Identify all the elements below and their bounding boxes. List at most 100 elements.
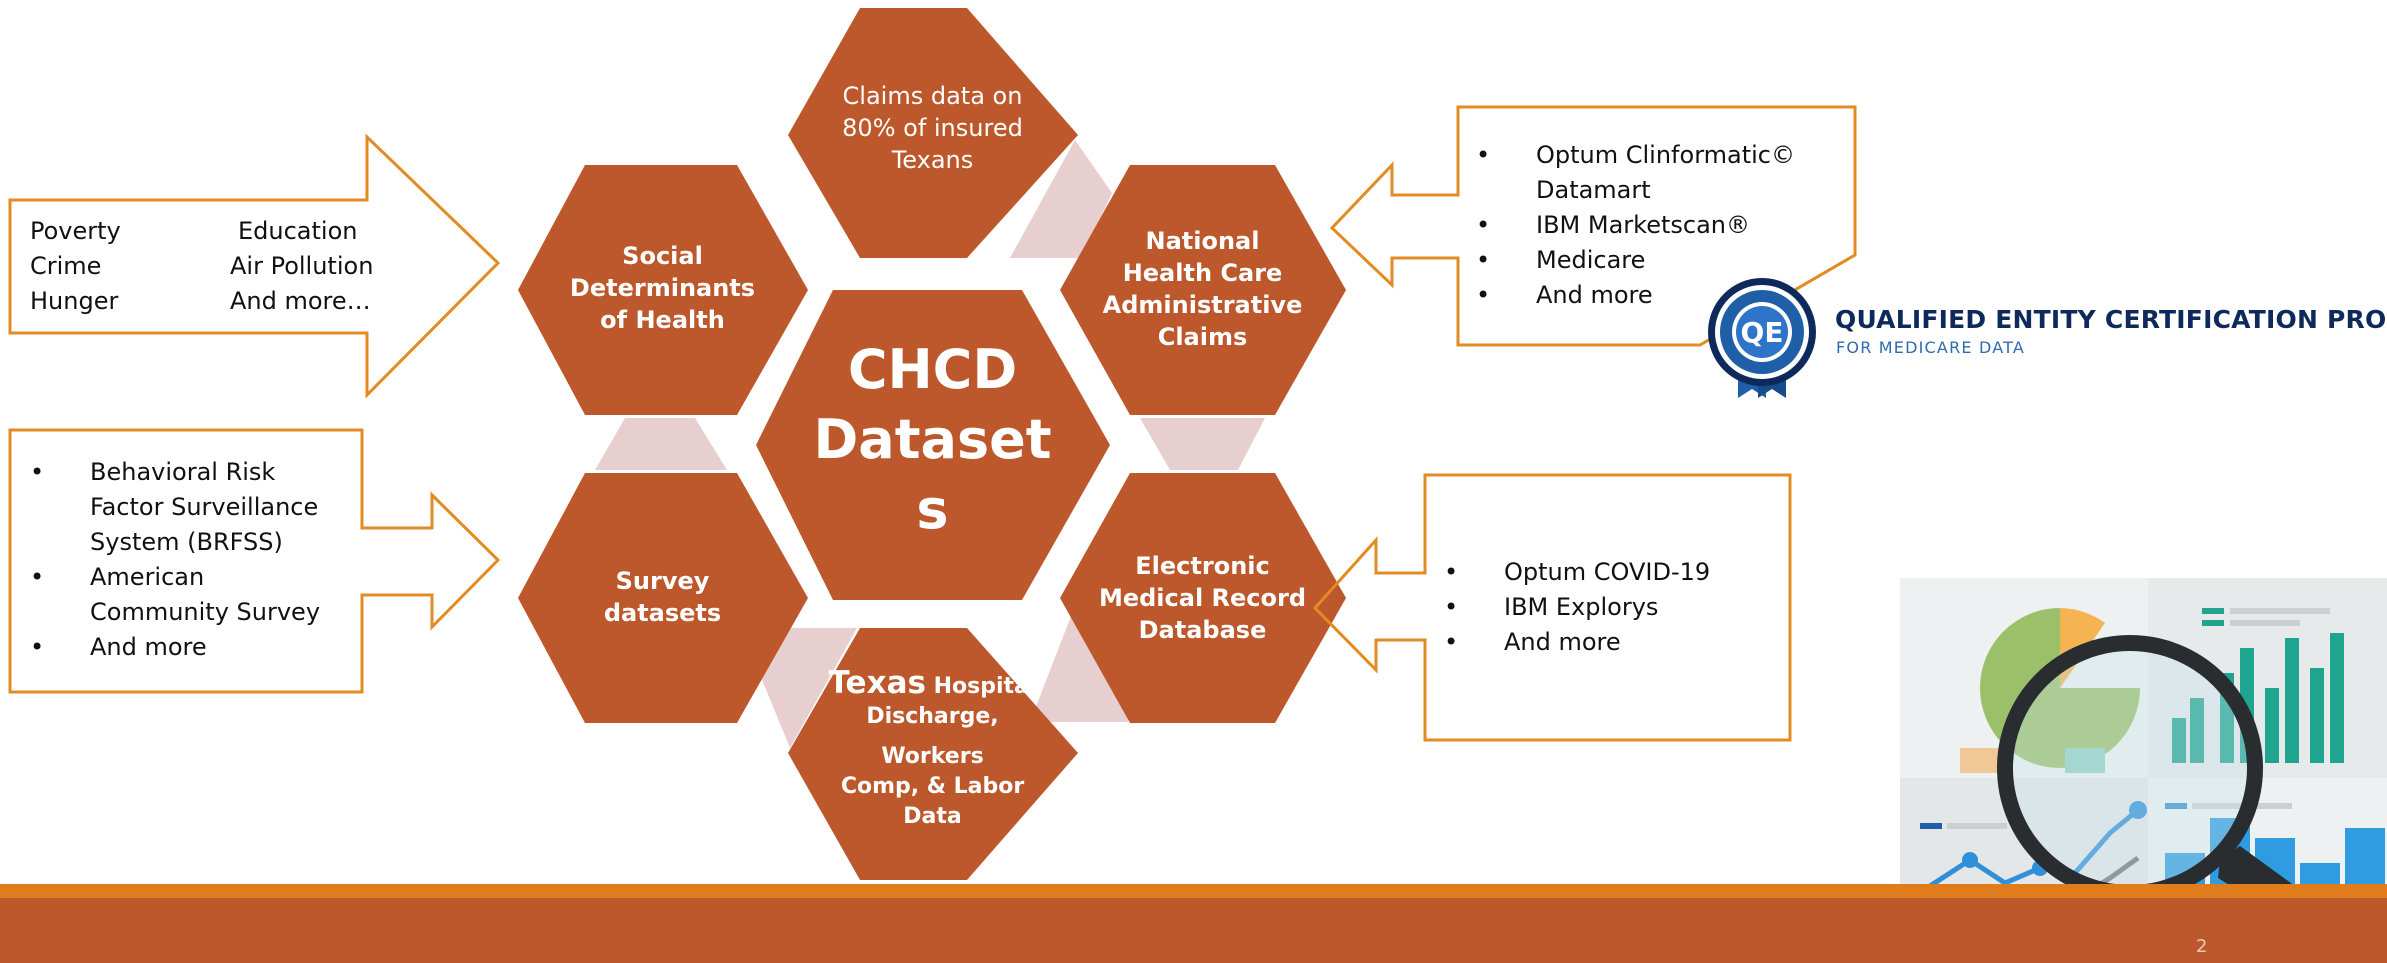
illustration-bar <box>2310 668 2324 763</box>
hex-texas <box>788 628 1078 880</box>
hex-survey-text: Survey datasets <box>530 565 795 629</box>
hex-claims-80-line: Claims data on <box>842 82 1023 110</box>
hex-survey-line: Survey <box>615 567 710 595</box>
slide-page-number: 2 <box>2196 936 2208 957</box>
hex-national-claims <box>1060 165 1346 415</box>
hex-emr-line: Database <box>1138 616 1267 644</box>
list-item-line: IBM Marketscan® <box>1536 211 1750 239</box>
illustration-legend <box>1920 823 1942 829</box>
connector-bottom-left <box>758 628 857 748</box>
hex-claims-80-line: Texans <box>891 146 974 174</box>
list-item-line: And more <box>1536 281 1653 309</box>
footer-bar <box>0 898 2387 963</box>
hex-center <box>756 290 1110 600</box>
list-item-line: Optum Clinformatic© <box>1536 141 1795 169</box>
hex-texas-line: Data <box>903 804 962 829</box>
list-item-line: Factor Surveillance <box>90 493 319 521</box>
hex-national-text: National Health Care Administrative Clai… <box>1070 225 1335 353</box>
list-item: And more <box>1444 625 1710 660</box>
hex-national-line: Administrative <box>1102 291 1303 319</box>
list-item: And more <box>1476 278 1795 313</box>
illustration-legend <box>2230 608 2330 614</box>
illustration-bar <box>2190 698 2204 763</box>
illustration-legend <box>2202 620 2224 626</box>
illustration-legend <box>2230 620 2300 626</box>
list-item-line: IBM Explorys <box>1504 593 1659 621</box>
seal-letters: QE <box>1741 316 1784 349</box>
illustration-block <box>2065 748 2105 773</box>
hex-social-line: Social <box>622 242 703 270</box>
illustration-legend <box>2165 803 2187 809</box>
connector-left-middle <box>595 418 727 470</box>
list-item-line: Optum COVID-19 <box>1504 558 1711 586</box>
arrow-box-survey <box>8 428 501 694</box>
social-factor: Education <box>238 217 358 245</box>
illustration-bar <box>2172 718 2186 763</box>
list-item-line: Community Survey <box>90 598 321 626</box>
hex-emr-line: Medical Record <box>1098 584 1307 612</box>
social-factor: And more… <box>230 287 371 315</box>
hex-social-line: of Health <box>600 306 725 334</box>
social-factor: Poverty <box>30 217 121 245</box>
illustration-point <box>1962 852 1978 868</box>
hex-emr-line: Electronic <box>1135 552 1270 580</box>
illustration-block <box>1960 748 2000 773</box>
hex-national-line: Claims <box>1157 323 1248 351</box>
list-item: Medicare <box>1476 243 1795 278</box>
list-item: Optum COVID-19 <box>1444 555 1710 590</box>
center-title-line: CHCD <box>847 338 1018 401</box>
hex-center-text: CHCD Dataset s <box>790 335 1075 545</box>
list-item: IBM Explorys <box>1444 590 1710 625</box>
hex-texas-line: Comp, & Labor <box>840 774 1025 799</box>
illustration-bar <box>2330 633 2344 763</box>
list-item-line: And more <box>1504 628 1621 656</box>
hex-social-line: Determinants <box>569 274 756 302</box>
center-title-line: Dataset <box>813 408 1052 471</box>
hex-texas-line: Discharge, <box>866 704 999 729</box>
list-item-line: American <box>90 563 205 591</box>
list-item-line: Behavioral Risk <box>90 458 276 486</box>
social-factor: Air Pollution <box>230 252 374 280</box>
hex-texas-line: Workers <box>881 744 984 769</box>
social-factors-grid: Poverty Education Crime Air Pollution Hu… <box>30 214 390 319</box>
hex-national-line: Health Care <box>1122 259 1283 287</box>
qe-program-subtitle: FOR MEDICARE DATA <box>1836 338 2026 357</box>
illustration-legend <box>1947 823 2007 829</box>
hex-texas-big-word: Texas <box>828 665 926 701</box>
hex-emr-text: Electronic Medical Record Database <box>1070 550 1335 646</box>
list-item: IBM Marketscan® <box>1476 208 1795 243</box>
center-title-line: s <box>916 478 949 541</box>
list-item-line: System (BRFSS) <box>90 528 283 556</box>
hex-claims-80 <box>788 8 1078 258</box>
list-item: Optum Clinformatic© Datamart <box>1476 138 1795 208</box>
emr-sources-list: Optum COVID-19 IBM Explorys And more <box>1444 555 1710 660</box>
seal-core <box>1736 306 1788 358</box>
hex-claims-80-text: Claims data on 80% of insured Texans <box>800 80 1065 176</box>
illustration-bar <box>2265 688 2279 763</box>
hex-texas-word: Hospital <box>933 674 1037 699</box>
hex-survey <box>518 473 808 723</box>
hex-social-determinants <box>518 165 808 415</box>
magnifier-icon <box>1997 635 2263 901</box>
list-item: And more <box>30 630 320 665</box>
hex-texas-first-line: Texas Hospital <box>829 668 1037 702</box>
connector-top-right <box>1010 140 1112 258</box>
connector-right-middle <box>1140 418 1265 470</box>
list-item-line: And more <box>90 633 207 661</box>
hex-survey-line: datasets <box>603 599 722 627</box>
hex-national-line: National <box>1145 227 1260 255</box>
hex-claims-80-line: 80% of insured <box>842 114 1023 142</box>
social-factor: Hunger <box>30 287 119 315</box>
qe-seal-icon: QE <box>1708 278 1816 398</box>
arrow-box-national <box>1329 105 1857 347</box>
arrow-box-social <box>8 133 501 399</box>
list-item: American Community Survey <box>30 560 320 630</box>
national-claims-list: Optum Clinformatic© Datamart IBM Markets… <box>1476 138 1795 313</box>
illustration-legend <box>2202 608 2224 614</box>
arrow-box-emr <box>1312 473 1792 742</box>
illustration-bar <box>2285 638 2299 763</box>
hex-texas-text: Texas Hospital Discharge, Workers Comp, … <box>800 668 1065 832</box>
footer-accent-bar <box>0 884 2387 898</box>
list-item-line: Medicare <box>1536 246 1646 274</box>
